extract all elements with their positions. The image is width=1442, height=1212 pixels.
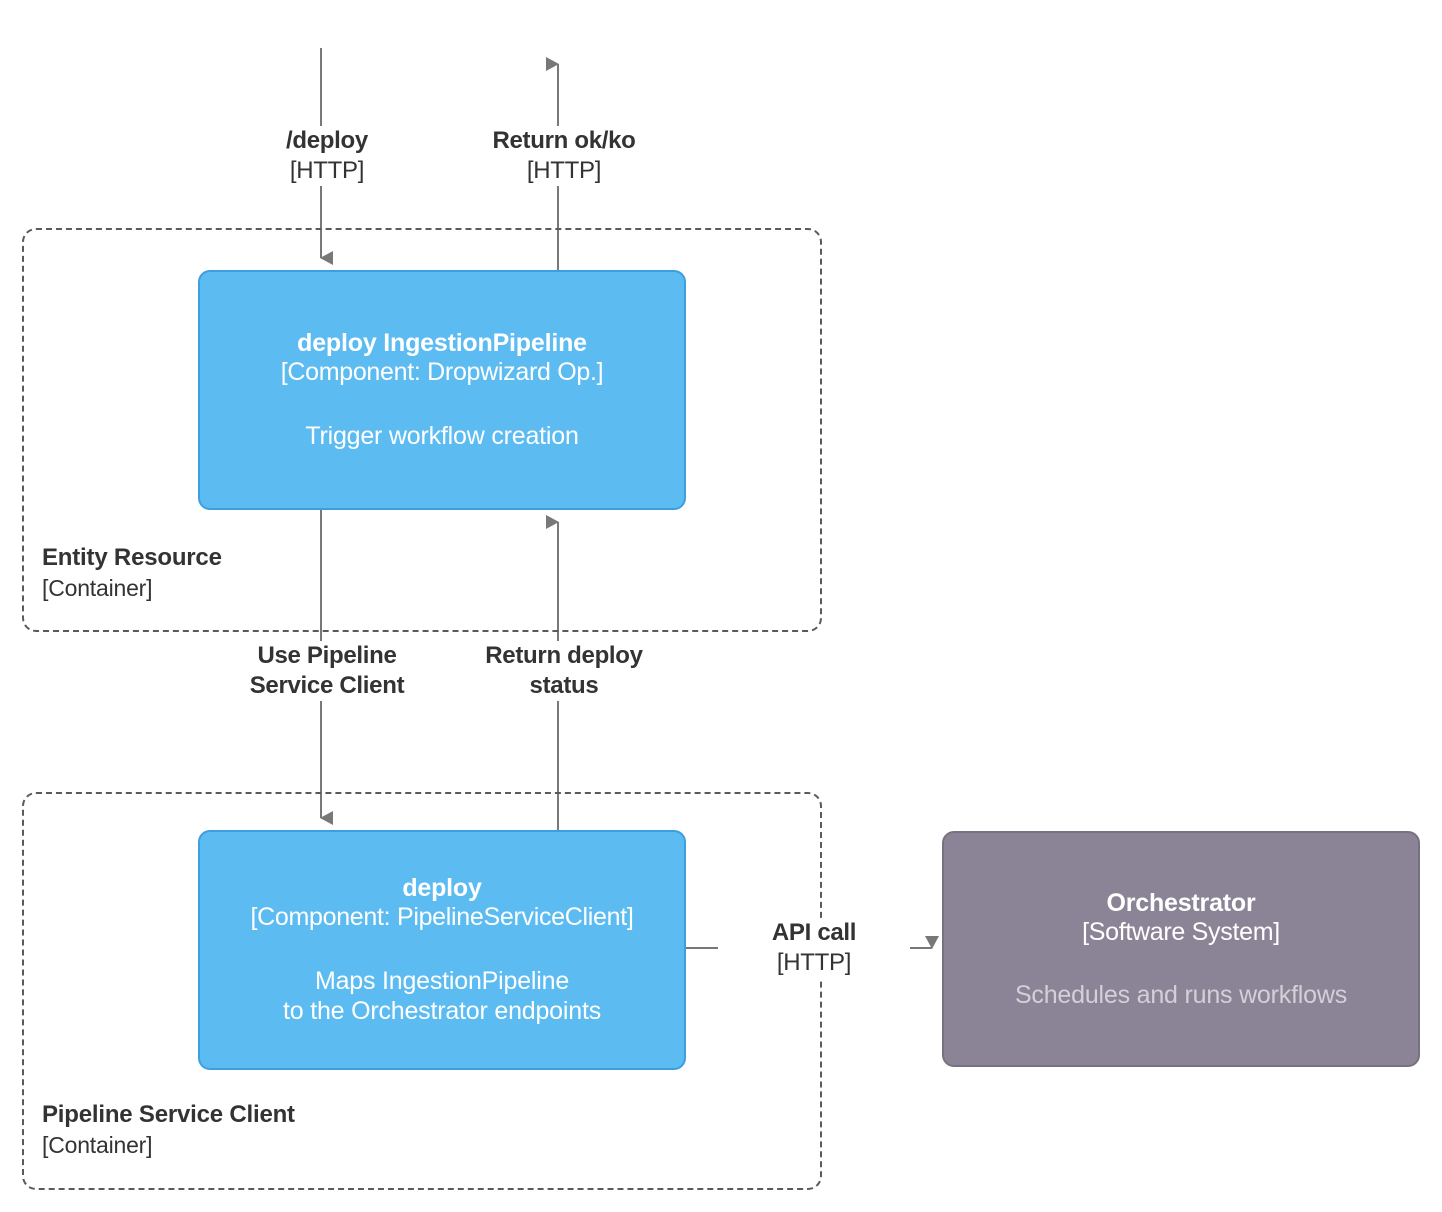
edge-label-line1-use-pipeline-service-client: Use Pipeline bbox=[257, 642, 397, 669]
node-description-line1-deploy-pipeline-service-client: Maps IngestionPipeline bbox=[314, 966, 570, 995]
node-name-deploy-ingestion-pipeline: deploy IngestionPipeline bbox=[297, 328, 587, 357]
edge-label-tech-api-call: [HTTP] bbox=[776, 949, 852, 977]
boundary-type-entity-resource: [Container] bbox=[42, 574, 153, 601]
node-description-line2-deploy-pipeline-service-client: to the Orchestrator endpoints bbox=[283, 997, 601, 1025]
edge-label-text-return-ok-ko: Return ok/ko bbox=[492, 127, 636, 154]
edge-label-api-call: API call [HTTP] bbox=[718, 918, 910, 979]
edge-label-line2-use-pipeline-service-client: Service Client bbox=[249, 672, 405, 700]
node-type-deploy-ingestion-pipeline: [Component: Dropwizard Op.] bbox=[280, 357, 604, 386]
edge-label-tech-return-ok-ko: [HTTP] bbox=[526, 157, 602, 185]
boundary-label-entity-resource: Entity Resource [Container] bbox=[42, 543, 222, 603]
boundary-pipeline-service-client bbox=[22, 792, 822, 1190]
edge-label-return-ok-ko: Return ok/ko [HTTP] bbox=[418, 126, 710, 187]
boundary-title-pipeline-service-client: Pipeline Service Client bbox=[42, 1101, 295, 1128]
node-type-deploy-pipeline-service-client: [Component: PipelineServiceClient] bbox=[250, 902, 634, 931]
node-orchestrator[interactable]: Orchestrator [Software System] Schedules… bbox=[942, 831, 1420, 1067]
node-description-deploy-ingestion-pipeline: Trigger workflow creation bbox=[305, 421, 579, 450]
boundary-label-pipeline-service-client: Pipeline Service Client [Container] bbox=[42, 1100, 295, 1160]
node-type-orchestrator: [Software System] bbox=[1082, 917, 1280, 946]
node-name-deploy-pipeline-service-client: deploy bbox=[402, 873, 482, 902]
edge-label-text-deploy-request: /deploy bbox=[286, 127, 368, 154]
edge-label-text-api-call: API call bbox=[771, 919, 857, 946]
node-name-orchestrator: Orchestrator bbox=[1106, 888, 1256, 917]
edge-label-return-deploy-status: Return deploy status bbox=[418, 641, 710, 702]
node-description-deploy-pipeline-service-client: Maps IngestionPipeline to the Orchestrat… bbox=[283, 966, 601, 1027]
boundary-title-entity-resource: Entity Resource bbox=[42, 544, 222, 571]
edge-label-tech-deploy-request: [HTTP] bbox=[289, 157, 365, 185]
boundary-entity-resource bbox=[22, 228, 822, 632]
edge-label-line1-return-deploy-status: Return deploy bbox=[485, 642, 643, 669]
edge-label-line2-return-deploy-status: status bbox=[529, 672, 599, 700]
boundary-type-pipeline-service-client: [Container] bbox=[42, 1131, 153, 1158]
node-deploy-pipeline-service-client[interactable]: deploy [Component: PipelineServiceClient… bbox=[198, 830, 686, 1070]
node-description-orchestrator: Schedules and runs workflows bbox=[1014, 980, 1348, 1009]
node-deploy-ingestion-pipeline[interactable]: deploy IngestionPipeline [Component: Dro… bbox=[198, 270, 686, 510]
